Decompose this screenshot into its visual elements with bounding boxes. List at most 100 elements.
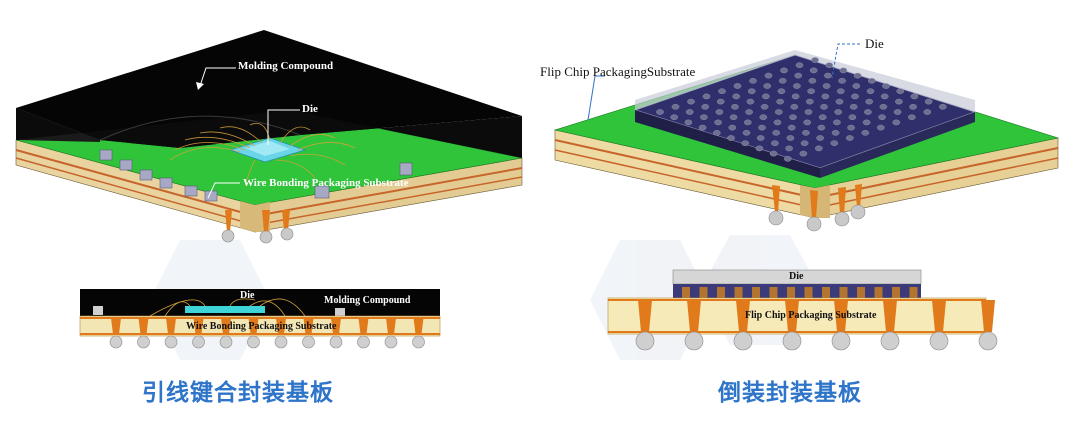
fc-section-via	[736, 300, 750, 332]
fc-bump	[745, 109, 753, 115]
fc-bump	[742, 129, 751, 136]
fc-bump	[879, 104, 888, 110]
fc-bump	[746, 98, 755, 105]
wb-section-ball	[137, 335, 150, 349]
fc-bump	[780, 67, 788, 74]
wb-section-via	[138, 318, 149, 334]
fc-bump	[793, 83, 801, 89]
fc-bump	[835, 98, 844, 105]
wb-section-via	[193, 318, 204, 334]
fc-bump	[764, 72, 773, 79]
fc-bump	[789, 114, 797, 120]
wb-section-via	[221, 318, 231, 334]
fc-bump	[741, 140, 750, 146]
fc-bump	[866, 88, 875, 94]
wb-section-die-label: Die	[240, 290, 255, 301]
fc-bump	[670, 114, 679, 120]
fc-section-ball	[978, 331, 998, 351]
fc-bump	[733, 83, 742, 89]
fc-bump	[837, 88, 845, 94]
fc-bump	[825, 62, 834, 68]
fc-bump	[772, 129, 781, 136]
fc-section-bump	[769, 287, 778, 298]
fc-bump	[776, 98, 784, 105]
fc-bump	[909, 104, 917, 110]
fc-section-bump	[787, 287, 795, 298]
fc-bump	[684, 119, 693, 126]
wb-components	[99, 149, 413, 202]
fc-section-bump	[839, 287, 848, 298]
fc-bump	[718, 88, 726, 94]
fc-bump	[778, 78, 787, 84]
fc-bump	[749, 78, 757, 84]
fc-bump	[762, 93, 770, 100]
bond-wires	[169, 122, 356, 186]
fc-bump	[865, 98, 874, 105]
fc-bump	[763, 83, 772, 89]
wb-section-via	[303, 318, 314, 334]
fc-section-via	[883, 300, 897, 332]
fc-bump	[818, 114, 827, 120]
fc-substrate-leader	[587, 75, 605, 121]
fc-bump	[861, 129, 870, 136]
fc-bump	[816, 135, 824, 141]
molding-leader	[199, 67, 236, 87]
molding-compound-top	[16, 30, 522, 148]
die-leader	[267, 109, 300, 145]
fc-section-die-label: Die	[789, 271, 804, 282]
wb-die-label: Die	[302, 103, 318, 115]
fc-bump	[771, 140, 779, 146]
fc-bump	[817, 124, 826, 131]
fc-section-bump	[892, 287, 900, 298]
wb-section-molding-label: Molding Compound	[324, 295, 411, 306]
fc-bump	[838, 78, 846, 84]
fc-vias	[772, 184, 862, 218]
fc-bump	[864, 109, 872, 115]
fc-bump	[795, 62, 804, 68]
fc-bump	[702, 93, 711, 100]
fc-bump	[824, 72, 832, 79]
fc-bump	[794, 72, 803, 79]
fc-bump	[800, 140, 809, 146]
fc-bump	[656, 109, 664, 115]
fc-section-ball	[684, 331, 704, 351]
fc-section-bump	[699, 287, 708, 298]
fc-bump	[685, 109, 694, 115]
fc-section-bump	[909, 287, 918, 298]
fc-bump	[878, 114, 886, 120]
flip-chip-cross-section	[607, 269, 998, 351]
fc-bump	[713, 129, 721, 136]
fc-bump	[820, 104, 828, 110]
fc-bump	[815, 145, 823, 152]
fc-bump	[799, 150, 808, 157]
wb-section-ball	[302, 335, 315, 349]
fc-bump	[791, 93, 800, 100]
fc-bump	[892, 119, 901, 126]
fc-bump	[715, 109, 724, 115]
fc-bump	[777, 88, 786, 94]
fc-substrate-label: Flip Chip PackagingSubstrate	[540, 64, 696, 79]
wb-section-ball	[192, 335, 205, 349]
fc-bump	[939, 104, 947, 110]
fc-bump	[848, 114, 857, 120]
fc-bump	[862, 119, 871, 126]
fc-bump	[804, 109, 813, 115]
fc-bump	[853, 72, 862, 79]
fc-bump	[728, 124, 737, 131]
fc-bump	[924, 98, 933, 105]
wb-section-ball	[384, 335, 398, 349]
fc-section-bump	[857, 287, 865, 298]
fc-section-via	[932, 300, 946, 332]
wire-bonding-cross-section	[79, 289, 441, 349]
fc-bump	[849, 104, 858, 110]
wb-section-ball	[329, 335, 343, 349]
wb-substrate-label: Wire Bonding Packaging Substrate	[243, 177, 409, 189]
fc-solder-balls	[768, 204, 866, 232]
wb-section-ball	[109, 335, 123, 349]
wb-section-ball	[247, 335, 260, 349]
fc-bump	[808, 78, 817, 84]
fc-bump	[831, 129, 840, 136]
wb-section-via	[276, 318, 286, 334]
fc-bump	[687, 98, 695, 105]
